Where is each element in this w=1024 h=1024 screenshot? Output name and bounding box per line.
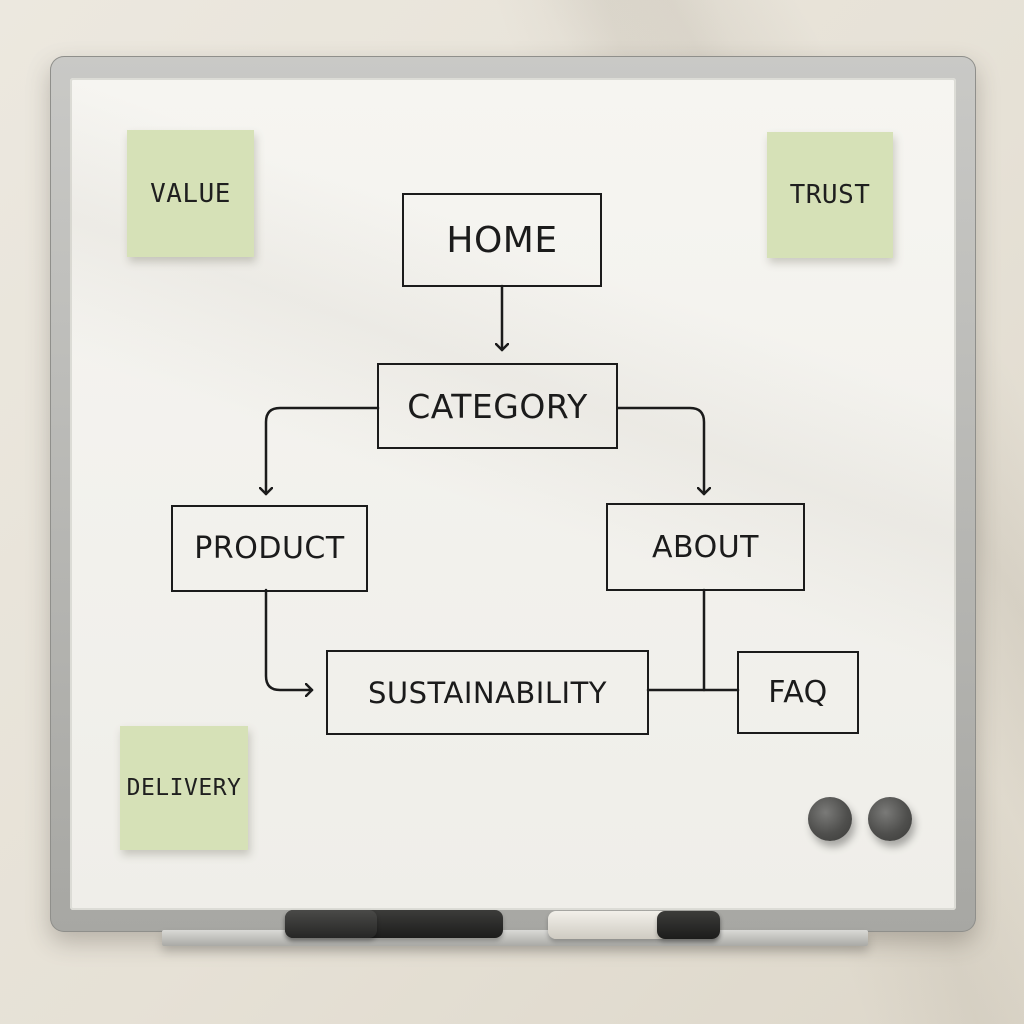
black-marker-cap xyxy=(285,910,377,938)
node-about-label: ABOUT xyxy=(652,529,759,565)
magnet-left[interactable] xyxy=(808,797,852,841)
sticky-note-delivery-label: DELIVERY xyxy=(126,775,242,801)
sticky-note-delivery[interactable]: DELIVERY xyxy=(120,726,248,850)
sticky-note-trust[interactable]: TRUST xyxy=(767,132,893,258)
magnet-right[interactable] xyxy=(868,797,912,841)
white-marker-cap xyxy=(657,911,720,939)
node-about[interactable]: ABOUT xyxy=(606,503,805,591)
node-sustainability[interactable]: SUSTAINABILITY xyxy=(326,650,649,735)
sticky-note-value-label: VALUE xyxy=(150,178,231,209)
marker-tray xyxy=(162,930,868,946)
sticky-note-value[interactable]: VALUE xyxy=(127,130,254,257)
connector-product-sustainability xyxy=(264,588,314,690)
connector-category-product xyxy=(266,406,380,496)
sticky-note-trust-label: TRUST xyxy=(789,180,871,210)
node-home[interactable]: HOME xyxy=(402,193,602,287)
node-product[interactable]: PRODUCT xyxy=(171,505,368,592)
node-category-label: CATEGORY xyxy=(407,386,588,426)
node-category[interactable]: CATEGORY xyxy=(377,363,618,449)
node-sustainability-label: SUSTAINABILITY xyxy=(367,675,607,710)
node-faq-label: FAQ xyxy=(768,675,828,710)
connector-category-about xyxy=(616,406,704,496)
node-product-label: PRODUCT xyxy=(194,531,345,566)
node-home-label: HOME xyxy=(446,219,558,261)
node-faq[interactable]: FAQ xyxy=(737,651,859,734)
